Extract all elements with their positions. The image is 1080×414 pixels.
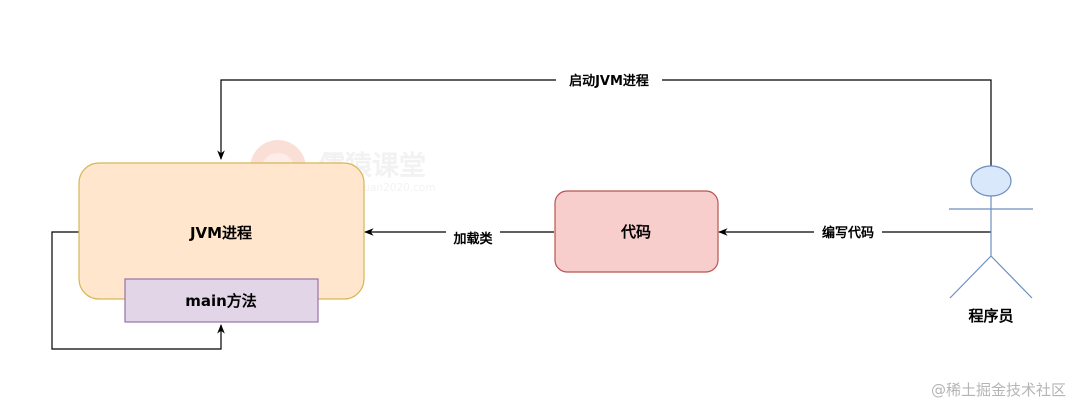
node-code	[554, 190, 719, 273]
edge-label-load-class: 加载类	[452, 231, 493, 247]
actor-programmer-icon	[949, 165, 1033, 299]
node-label-main-method: main方法	[185, 292, 257, 310]
node-label-code: 代码	[620, 223, 651, 241]
node-main-method	[124, 278, 319, 323]
footer-credit: @稀土掘金技术社区	[931, 381, 1066, 399]
edge-self-loop	[51, 231, 225, 350]
actor-label-programmer: 程序员	[968, 307, 1013, 325]
node-label-jvm-process: JVM进程	[189, 224, 252, 242]
edge-label-start-jvm: 启动JVM进程	[569, 73, 649, 89]
edge-label-write-code: 编写代码	[822, 225, 874, 241]
